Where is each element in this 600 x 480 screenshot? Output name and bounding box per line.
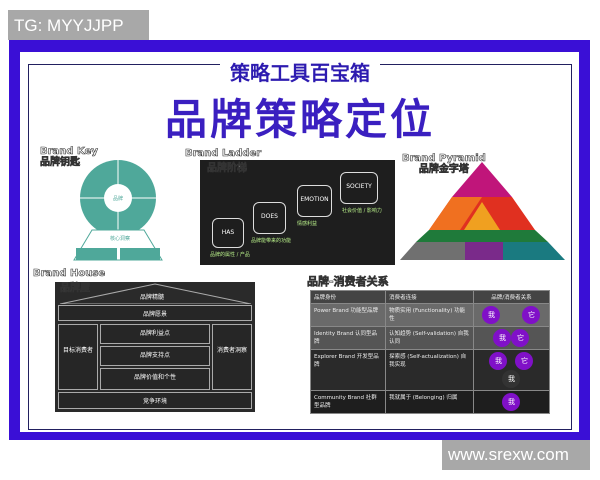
cell: 物质实用 (Functionality) 功能性 <box>385 303 474 327</box>
relation-cell: 我 <box>472 390 551 414</box>
brand-ladder-title-en: Brand Ladder <box>185 148 262 160</box>
table-header-row: 品牌身份消费者连接品牌/消费者关系 <box>309 290 551 304</box>
house-left-pillar: 目标消费者 <box>58 324 98 390</box>
watermark-top: TG: MYYJJPP <box>8 10 149 40</box>
relation-cell: 我它我 <box>472 349 551 391</box>
cell: Identity Brand 认同型品牌 <box>309 326 387 350</box>
brand-key-center: 品牌 <box>112 196 123 202</box>
ladder-step-does: DOES <box>253 202 286 234</box>
brand-key-en: Brand Key <box>40 146 99 158</box>
table-row: Explorer Brand 开发型品牌探索感 (Self-actualizat… <box>309 349 551 391</box>
house-right-pillar: 消费者洞察 <box>212 324 252 390</box>
ladder-caption: 社会价值 / 影响力 <box>342 208 382 214</box>
table-row: Community Brand 社群型品牌我就属于 (Belonging) 归属… <box>309 390 551 414</box>
subtitle: 策略工具百宝箱 <box>0 57 600 86</box>
brand-house-title-cn: 品牌屋 <box>60 283 91 295</box>
header-cell: 品牌/消费者关系 <box>472 290 551 304</box>
house-roof-label: 品牌精髓 <box>140 294 165 301</box>
relation-cell: 我它 <box>472 326 551 350</box>
watermark-bottom: www.srexw.com <box>442 440 590 470</box>
cell: 认知趋势 (Self-validation) 自我认同 <box>385 326 474 350</box>
brand-key-cn: 品牌钥匙 <box>40 157 81 169</box>
relations-title: 品牌-消费者关系 <box>307 275 389 288</box>
page-title: 品牌策略定位 <box>164 95 435 144</box>
subtitle-text: 策略工具百宝箱 <box>220 61 380 85</box>
ladder-step-emotion: EMOTION <box>297 185 332 217</box>
pyramid-en: Brand Pyramid <box>402 153 486 165</box>
house-benefit: 品牌利益点 <box>100 324 210 344</box>
circle-me: 我 <box>489 352 508 370</box>
relations-table: 品牌身份消费者连接品牌/消费者关系 Power Brand 功能型品牌物质实用 … <box>309 290 551 414</box>
brand-key-diagram <box>73 160 163 261</box>
circle-me: 我 <box>482 306 501 324</box>
circle-it: 它 <box>515 352 534 370</box>
ladder-step-society: SOCIETY <box>340 172 378 204</box>
cell: Power Brand 功能型品牌 <box>309 303 387 327</box>
brand-key-base: 核心洞察 <box>109 236 130 242</box>
cell: Explorer Brand 开发型品牌 <box>309 349 387 391</box>
brand-house-title-en: Brand House <box>33 268 106 280</box>
header-cell: 消费者连接 <box>385 290 474 304</box>
circle-it: 它 <box>522 306 541 324</box>
table-row: Identity Brand 认同型品牌认知趋势 (Self-validatio… <box>309 326 551 350</box>
ladder-caption: 情感利益 <box>297 221 318 227</box>
cell: 我就属于 (Belonging) 归属 <box>385 390 474 414</box>
table-row: Power Brand 功能型品牌物质实用 (Functionality) 功能… <box>309 303 551 327</box>
house-base: 竞争环境 <box>58 392 252 409</box>
circle-me: 我 <box>493 329 512 347</box>
ladder-caption: 品牌能带来的功能 <box>251 238 292 244</box>
header-cell: 品牌身份 <box>309 290 387 304</box>
pyramid-cn: 品牌金字塔 <box>418 164 470 176</box>
house-roof <box>59 283 252 304</box>
circle-it: 它 <box>511 329 530 347</box>
ladder-caption: 品牌的属性 / 产品 <box>210 252 250 258</box>
ladder-step-has: HAS <box>212 218 244 248</box>
house-support: 品牌支持点 <box>100 346 210 366</box>
cell: 探索感 (Self-actualization) 自我实现 <box>385 349 474 391</box>
cell: Community Brand 社群型品牌 <box>309 390 387 414</box>
house-values: 品牌价值和个性 <box>100 368 210 390</box>
circle-me: 我 <box>502 370 521 388</box>
relation-cell: 我它 <box>472 303 551 327</box>
house-vision: 品牌愿景 <box>58 305 252 321</box>
circle-me: 我 <box>502 393 521 411</box>
brand-ladder-title-cn: 品牌阶梯 <box>207 163 248 175</box>
brand-pyramid-diagram <box>400 162 565 260</box>
